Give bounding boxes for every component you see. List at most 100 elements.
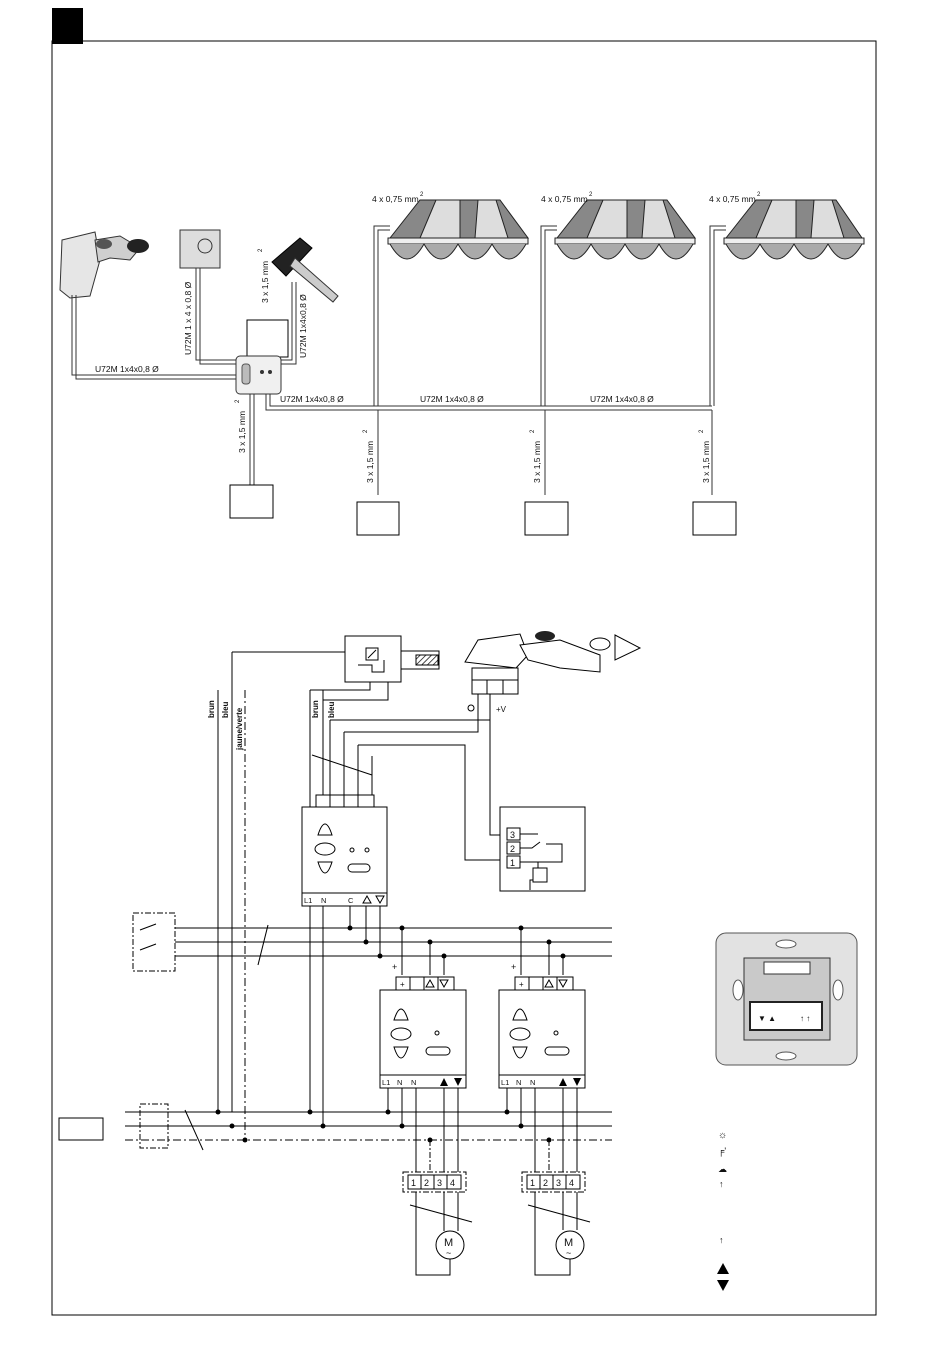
svg-text:3 x 1,5 mm: 3 x 1,5 mm — [365, 441, 375, 483]
awning-cable-label-1: 4 x 0,75 mm 2 — [372, 192, 424, 204]
anemometer-device: +V — [464, 631, 642, 714]
motor-1-ac: ~ — [446, 1248, 451, 1258]
sun-wind-sensor-device — [59, 231, 149, 299]
actuator-1-plus-label: + — [392, 962, 397, 972]
bus-cable-label-3: U72M 1x4x0,8 Ø — [590, 394, 654, 404]
awning-power-label-2: 3 x 1,5 mm 2 — [530, 429, 542, 483]
central-controller-unit: L1 N C — [301, 794, 388, 907]
wiring-schematic: +V brun bleu jaune/verte brun — [58, 631, 642, 1276]
motor-1-terminal-1: 1 — [411, 1178, 416, 1188]
input-switch — [132, 912, 176, 972]
motor-2-terminal-1: 1 — [530, 1178, 535, 1188]
awning-2 — [554, 199, 696, 260]
wire-label-bleu: bleu — [221, 701, 230, 718]
page-frame — [51, 40, 877, 1316]
svg-text:+: + — [400, 980, 405, 989]
awning-power-label-1: 3 x 1,5 mm 2 — [363, 429, 375, 483]
power-box-awning-3 — [692, 501, 737, 536]
relay-box: 3 2 1 — [499, 806, 586, 892]
actuator-unit-1: + + L1 N N — [379, 962, 467, 1089]
motor-2-terminal-4: 4 — [569, 1178, 574, 1188]
motor-unit-1: 1 2 3 4 M ~ — [402, 1171, 467, 1276]
motor-2-label: M — [564, 1237, 573, 1249]
actuator-unit-2: + + L1 N N — [498, 962, 586, 1089]
power-box-awning-2 — [524, 501, 569, 536]
legend-up-triangle-icon — [717, 1263, 729, 1274]
legend-arrow-icon: ↑ — [719, 1179, 724, 1189]
relay-terminal-2: 2 — [510, 844, 515, 854]
relay-terminal-3: 3 — [510, 830, 515, 840]
actuator-2-terminal-n2: N — [530, 1078, 535, 1087]
controller-terminal-c: C — [348, 896, 354, 905]
svg-text:2: 2 — [699, 429, 705, 433]
installation-overview: U72M 1x4x0,8 Ø U72M 1 x 4 x 0,8 Ø U72M 1… — [59, 192, 865, 536]
awning-power-label-3: 3 x 1,5 mm 2 — [699, 429, 711, 483]
power-box-awning-1 — [356, 501, 400, 536]
svg-text:3 x 1,5 mm: 3 x 1,5 mm — [701, 441, 711, 483]
sensor-plus-v-label: +V — [496, 705, 507, 714]
cable-label-left: U72M 1x4x0,8 Ø — [95, 364, 159, 374]
actuator-2-terminal-n1: N — [516, 1078, 521, 1087]
legend-arrow-icon-2: ↑ — [719, 1235, 724, 1245]
controller-terminal-l1: L1 — [304, 896, 312, 905]
svg-text:3 x 1,5 mm: 3 x 1,5 mm — [260, 261, 270, 303]
sun-sensor-unit — [344, 635, 440, 683]
wire-label-brun: brun — [207, 700, 216, 718]
svg-text:+: + — [519, 980, 524, 989]
svg-text:2: 2 — [235, 399, 241, 403]
svg-text:4 x 0,75 mm: 4 x 0,75 mm — [372, 194, 419, 204]
relay-terminal-1: 1 — [510, 858, 515, 868]
motor-1-terminal-2: 2 — [424, 1178, 429, 1188]
page-corner-tab — [52, 8, 83, 44]
svg-text:4 x 0,75 mm: 4 x 0,75 mm — [709, 194, 756, 204]
legend-cloud-icon: ☁ — [718, 1164, 727, 1174]
sun-sensor-box — [179, 229, 221, 269]
legend-sun-icon: ☼ — [718, 1130, 727, 1141]
svg-text:2: 2 — [757, 192, 761, 198]
svg-text:2: 2 — [420, 192, 424, 198]
awning-3 — [723, 199, 865, 260]
cable-label-wind: U72M 1x4x0,8 Ø — [298, 294, 308, 358]
legend: ☼ ╒' ☁ ↑ ↑ — [717, 1130, 729, 1291]
svg-text:2: 2 — [530, 429, 536, 433]
device-photo: ▼ ▲ ↑ ↑ — [715, 932, 858, 1066]
power-box-main — [229, 484, 274, 519]
legend-down-triangle-icon — [717, 1280, 729, 1291]
motor-1-label: M — [444, 1237, 453, 1249]
svg-text:2: 2 — [363, 429, 369, 433]
junction-box — [246, 319, 289, 358]
legend-antenna-icon: ╒' — [718, 1146, 726, 1157]
cable-label-sensor: U72M 1 x 4 x 0,8 Ø — [183, 281, 193, 355]
awning-1 — [387, 199, 529, 260]
controller-terminal-n: N — [321, 896, 326, 905]
motor-2-terminal-2: 2 — [543, 1178, 548, 1188]
main-power-label: 3 x 1,5 mm 2 — [235, 399, 247, 453]
awning-cable-label-2: 4 x 0,75 mm 2 — [541, 192, 593, 204]
svg-text:2: 2 — [258, 248, 264, 252]
wind-power-label: 3 x 1,5 mm 2 — [258, 248, 270, 303]
motor-2-terminal-3: 3 — [556, 1178, 561, 1188]
svg-text:▼ ▲: ▼ ▲ — [758, 1014, 776, 1023]
svg-text:3 x 1,5 mm: 3 x 1,5 mm — [532, 441, 542, 483]
central-controller-device — [235, 355, 282, 395]
sensor-wire-label-bleu: bleu — [327, 701, 336, 718]
actuator-1-terminal-l1: L1 — [382, 1078, 390, 1087]
actuator-2-terminal-l1: L1 — [501, 1078, 509, 1087]
bus-cable-label-2: U72M 1x4x0,8 Ø — [420, 394, 484, 404]
actuator-2-plus-label: + — [511, 962, 516, 972]
awning-cable-label-3: 4 x 0,75 mm 2 — [709, 192, 761, 204]
actuator-1-terminal-n1: N — [397, 1078, 402, 1087]
bus-cable-label-1: U72M 1x4x0,8 Ø — [280, 394, 344, 404]
motor-unit-2: 1 2 3 4 M ~ — [521, 1171, 586, 1276]
svg-text:2: 2 — [589, 192, 593, 198]
sensor-wire-label-brun: brun — [311, 700, 320, 718]
motor-1-terminal-3: 3 — [437, 1178, 442, 1188]
svg-text:↑ ↑: ↑ ↑ — [800, 1014, 810, 1023]
wire-label-jaune-verte: jaune/verte — [235, 707, 244, 751]
svg-text:3 x 1,5 mm: 3 x 1,5 mm — [237, 411, 247, 453]
main-supply-box — [58, 1117, 104, 1141]
wind-sensor-device — [271, 237, 339, 303]
actuator-1-terminal-n2: N — [411, 1078, 416, 1087]
motor-2-ac: ~ — [566, 1248, 571, 1258]
